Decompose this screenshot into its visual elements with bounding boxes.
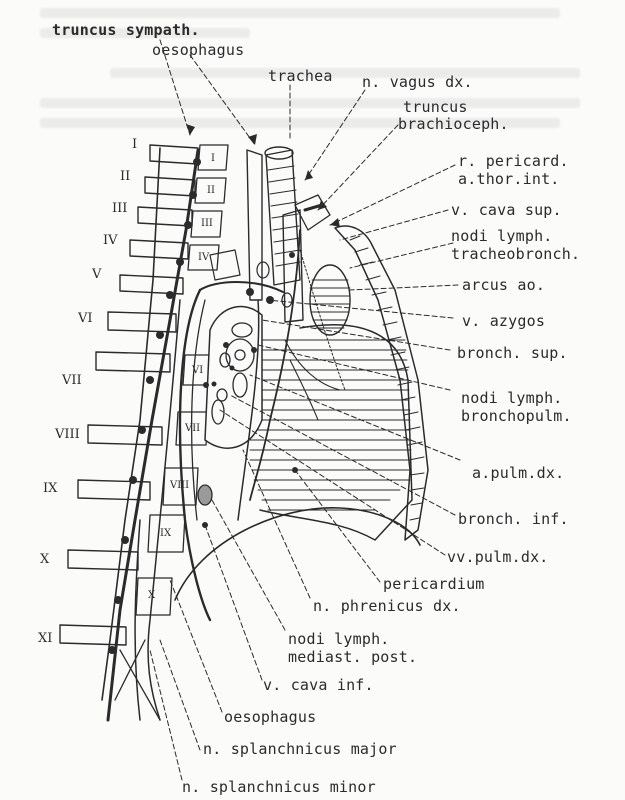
rib-number: I bbox=[132, 138, 137, 152]
label-a-pulm-dx: a.pulm.dx. bbox=[472, 465, 564, 481]
vena-cava-inferior bbox=[198, 485, 212, 505]
label-trachea: trachea bbox=[268, 68, 333, 84]
vertebra-number: VII bbox=[185, 423, 200, 434]
label-oesophagus-top: oesophagus bbox=[152, 42, 244, 58]
label-truncus-sympath: truncus sympath. bbox=[52, 22, 200, 38]
rib-number: XI bbox=[38, 632, 52, 646]
azygos-arch bbox=[200, 282, 283, 292]
label-n-vagus-dx: n. vagus dx. bbox=[362, 74, 473, 90]
ribs bbox=[60, 145, 198, 645]
label-n-phrenicus-dx: n. phrenicus dx. bbox=[313, 598, 461, 614]
label-truncus-brachioceph-1: truncus bbox=[403, 99, 468, 115]
label-vv-pulm-dx: vv.pulm.dx. bbox=[447, 549, 549, 565]
vertebra-number: IX bbox=[160, 528, 171, 539]
vertebra-number: VIII bbox=[170, 480, 189, 491]
rib-number: VI bbox=[78, 312, 93, 326]
label-nodi-mediast-1: nodi lymph. bbox=[288, 631, 390, 647]
label-v-cava-inf: v. cava inf. bbox=[263, 677, 374, 693]
splanchnic-major bbox=[148, 300, 180, 720]
rib-number: V bbox=[92, 268, 101, 282]
label-nodi-tracheo-2: tracheobronch. bbox=[451, 246, 580, 262]
rib-number: IX bbox=[43, 482, 57, 496]
vertebra-number: X bbox=[148, 590, 155, 601]
label-arcus-ao: arcus ao. bbox=[462, 277, 545, 293]
label-n-splanchnicus-major: n. splanchnicus major bbox=[203, 741, 397, 757]
rib-number: VIII bbox=[55, 428, 80, 442]
heart-hatching bbox=[250, 340, 411, 510]
label-nodi-broncho-2: bronchopulm. bbox=[461, 408, 572, 424]
sympathetic-trunk bbox=[108, 150, 198, 720]
label-a-thor-int: a.thor.int. bbox=[458, 171, 560, 187]
rib-number: VII bbox=[62, 374, 82, 388]
rib-number: X bbox=[40, 553, 49, 567]
vertebra-number: IV bbox=[198, 252, 209, 263]
vertebra-number: III bbox=[201, 218, 213, 229]
rib-number: IV bbox=[103, 234, 118, 248]
vertebra-number: I bbox=[211, 153, 215, 164]
label-nodi-broncho-1: nodi lymph. bbox=[461, 390, 563, 406]
label-nodi-tracheo-1: nodi lymph. bbox=[451, 228, 553, 244]
hilum-region bbox=[205, 307, 262, 449]
rib-number: II bbox=[120, 170, 130, 184]
label-v-cava-sup: v. cava sup. bbox=[451, 202, 562, 218]
label-truncus-brachioceph-2: brachioceph. bbox=[398, 116, 509, 132]
vertebra-number: II bbox=[207, 185, 215, 196]
rib-number: III bbox=[112, 202, 127, 216]
label-n-splanchnicus-minor: n. splanchnicus minor bbox=[182, 779, 376, 795]
label-v-azygos: v. azygos bbox=[462, 313, 545, 329]
label-pericardium: pericardium bbox=[383, 576, 485, 592]
label-bronch-inf: bronch. inf. bbox=[458, 511, 569, 527]
label-r-pericard: r. pericard. bbox=[458, 153, 569, 169]
label-nodi-mediast-2: mediast. post. bbox=[288, 649, 417, 665]
label-oesophagus-bottom: oesophagus bbox=[224, 709, 316, 725]
vertebra-number: VI bbox=[192, 365, 203, 376]
label-bronch-sup: bronch. sup. bbox=[457, 345, 568, 361]
splanchnic-minor bbox=[135, 520, 140, 720]
